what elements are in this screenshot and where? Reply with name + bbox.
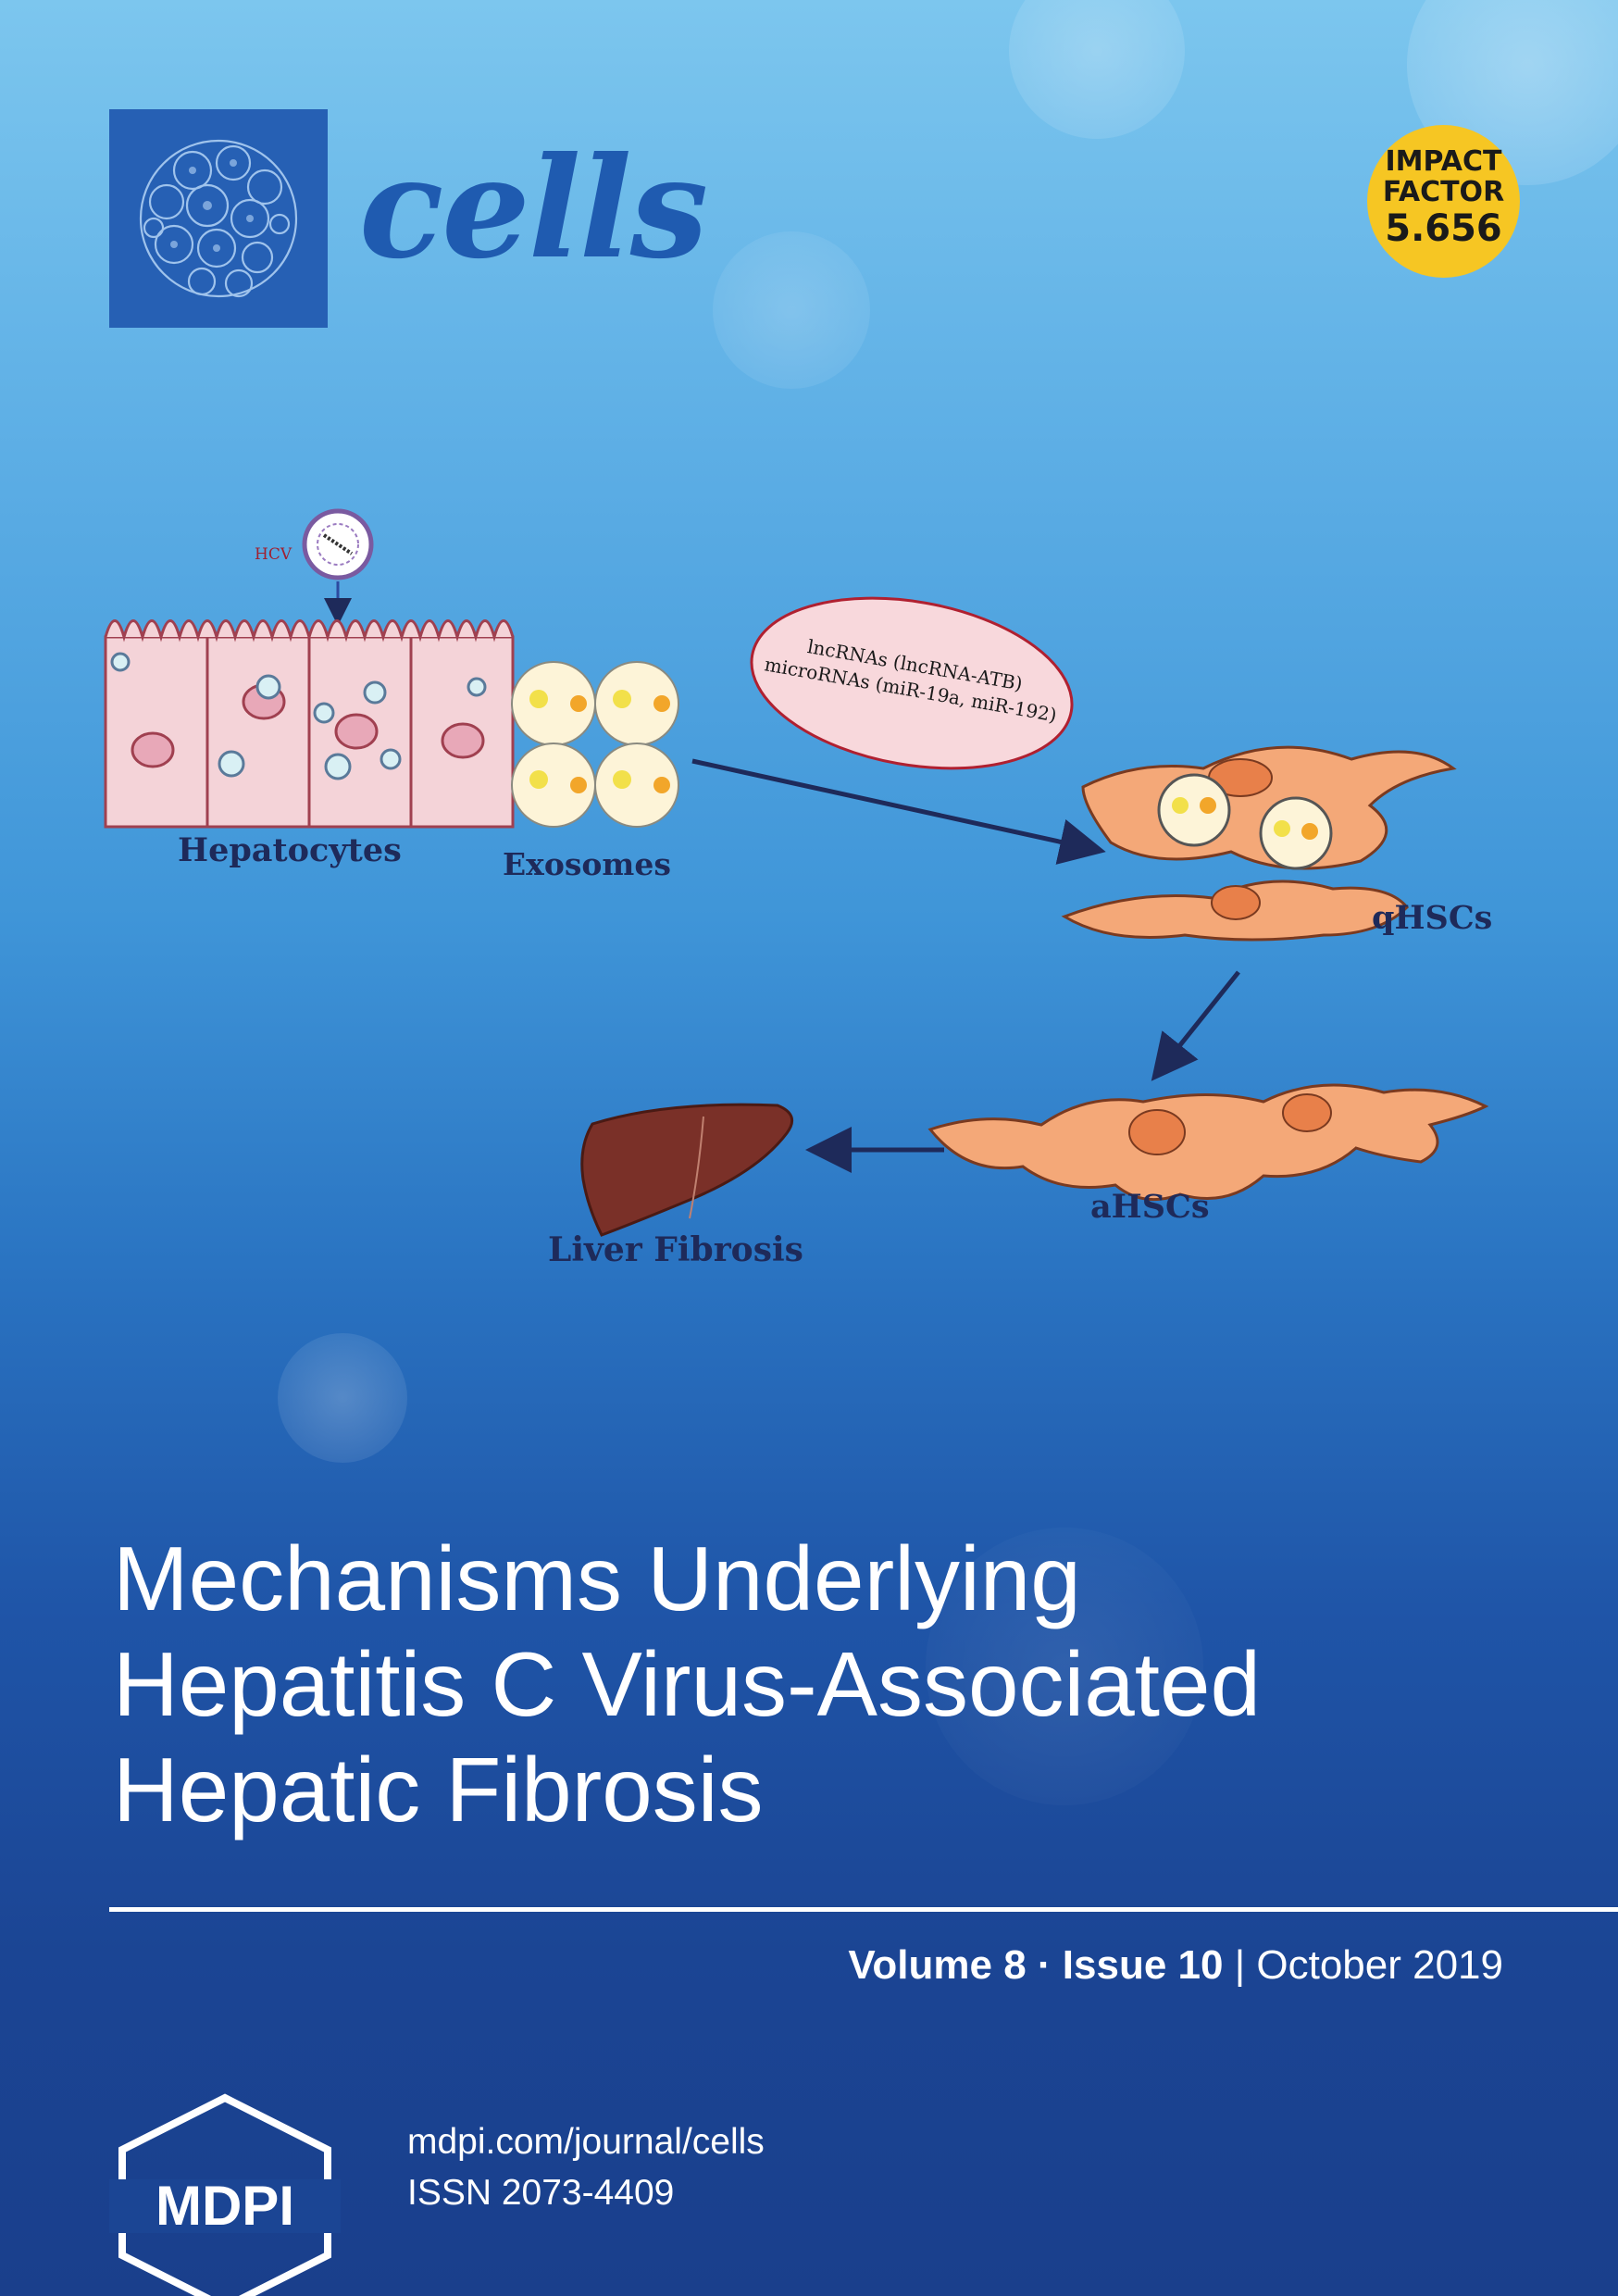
publisher-info: mdpi.com/journal/cells ISSN 2073-4409 (407, 2116, 765, 2218)
hcv-label: HCV (255, 545, 292, 564)
rna-cargo-ellipse (750, 596, 1074, 770)
title-line: Hepatitis C Virus-Associated (113, 1633, 1262, 1735)
journal-name: cells (359, 127, 708, 290)
liver-fibrosis-label: Liver Fibrosis (548, 1230, 803, 1269)
issue-number: Issue 10 (1062, 1942, 1224, 1988)
hepatocyte-row (104, 619, 515, 829)
impact-label-line2: FACTOR (1382, 176, 1505, 208)
cover-figure: HCV Hepatocytes (104, 508, 1492, 1269)
hepatocytes-label: Hepatocytes (178, 831, 402, 869)
article-title: Mechanisms Underlying Hepatitis C Virus-… (113, 1526, 1557, 1842)
ahsc-cells (927, 1083, 1489, 1202)
ahsc-label: aHSCs (1090, 1188, 1210, 1226)
activation-arrow (1151, 970, 1240, 1081)
mdpi-logo-text: MDPI (156, 2175, 294, 2237)
ahsc-nuclei (1128, 1093, 1332, 1155)
title-line: Mechanisms Underlying (113, 1528, 1081, 1629)
title-line: Hepatic Fibrosis (113, 1739, 764, 1841)
issue-date: October 2019 (1256, 1942, 1503, 1988)
internalized-cargo (1172, 797, 1318, 840)
issue-info: Volume 8 · Issue 10 | October 2019 (848, 1942, 1503, 1989)
bokeh-decoration (713, 231, 870, 389)
impact-factor-value: 5.656 (1385, 207, 1502, 250)
liver-icon (580, 1103, 794, 1237)
hcv-virus-icon (302, 508, 374, 580)
impact-factor-badge: IMPACT FACTOR 5.656 (1367, 125, 1520, 278)
exosome-cluster (511, 661, 679, 828)
liver-lobe-line (689, 1116, 704, 1219)
mdpi-logo: MDPI (109, 2093, 341, 2296)
exosomes-label: Exosomes (503, 846, 671, 882)
impact-label-line1: IMPACT (1385, 145, 1502, 178)
date-divider: | (1223, 1942, 1257, 1988)
qhsc-label: qHSCs (1372, 899, 1492, 937)
issue-separator: · (1026, 1942, 1063, 1988)
bokeh-decoration (278, 1333, 407, 1463)
journal-logo-box (109, 109, 328, 328)
divider-rule (109, 1907, 1618, 1912)
bokeh-decoration (1009, 0, 1185, 139)
exosome-to-hsc-arrow (691, 758, 1106, 865)
issn-text: ISSN 2073-4409 (407, 2173, 675, 2213)
exosome-cargo (529, 690, 670, 793)
internalized-exosomes (1157, 773, 1333, 870)
cell-cluster-icon (139, 139, 298, 298)
journal-url[interactable]: mdpi.com/journal/cells (407, 2122, 765, 2162)
volume-number: Volume 8 (848, 1942, 1027, 1988)
